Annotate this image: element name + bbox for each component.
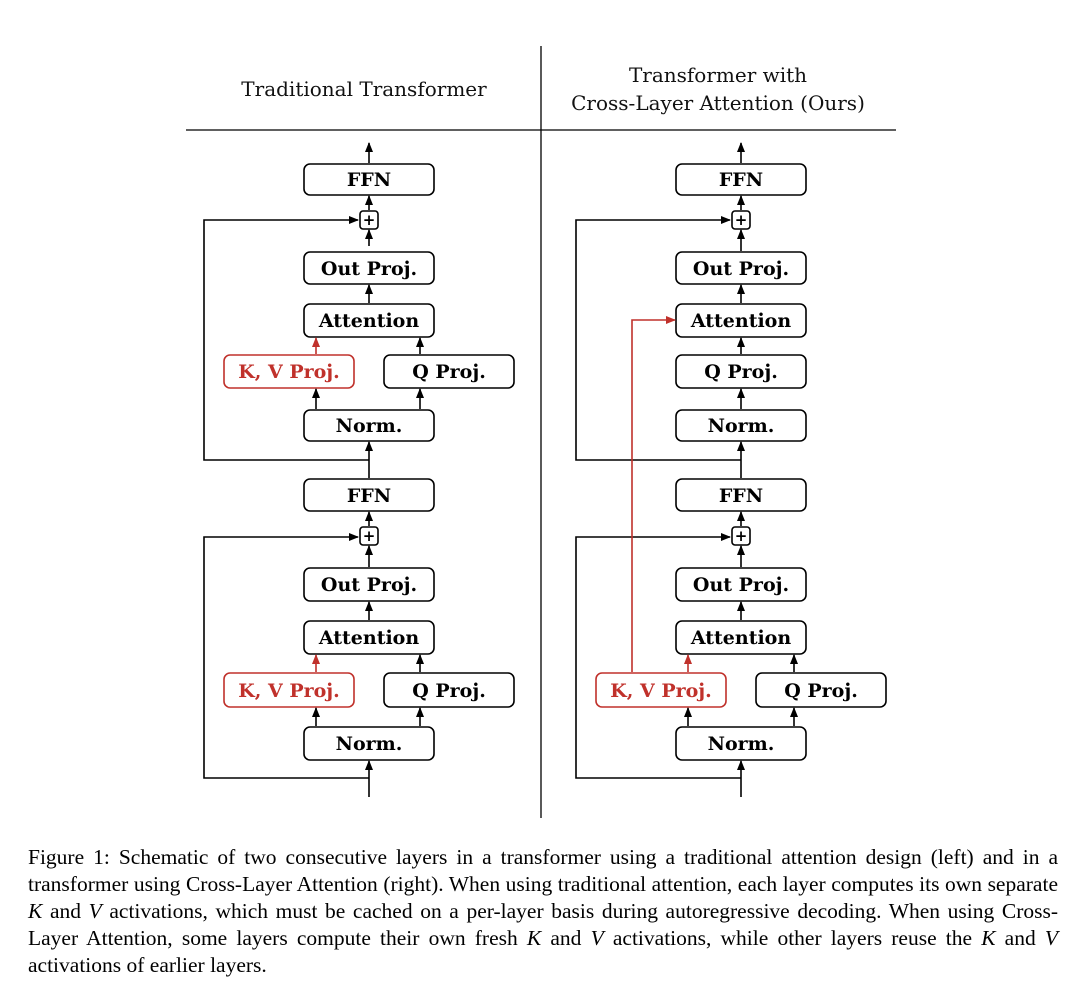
out-proj-label: Out Proj. xyxy=(321,574,417,596)
out-proj-label: Out Proj. xyxy=(321,258,417,280)
kv-proj-box xyxy=(595,672,727,708)
k-symbol: K xyxy=(981,926,996,950)
right-column xyxy=(575,142,887,797)
q-proj-label: Q Proj. xyxy=(704,361,778,383)
out-proj-label: Out Proj. xyxy=(693,574,789,596)
attention-label: Attention xyxy=(690,627,792,649)
residual-path xyxy=(203,533,369,779)
v-symbol: V xyxy=(88,899,102,923)
plus-label: + xyxy=(363,211,376,229)
left-column xyxy=(203,142,515,797)
attention-box xyxy=(303,620,435,655)
attention-box xyxy=(303,303,435,338)
header-traditional: Traditional Transformer xyxy=(241,77,487,101)
kv-proj-label: K, V Proj. xyxy=(238,680,340,702)
norm-label: Norm. xyxy=(336,415,403,437)
v-symbol: V xyxy=(590,926,604,950)
header-cla-line1: Transformer with xyxy=(629,63,807,87)
ffn-label: FFN xyxy=(719,485,763,507)
plus-label: + xyxy=(363,527,376,545)
residual-path xyxy=(203,216,369,461)
cross-layer-kv-path xyxy=(631,316,676,672)
q-proj-box xyxy=(383,354,515,389)
norm-label: Norm. xyxy=(336,733,403,755)
plus-label: + xyxy=(735,211,748,229)
q-proj-box xyxy=(755,672,887,708)
right-column-labels: FFN + Out Proj. Attention Q Proj. Norm. … xyxy=(610,169,858,755)
attention-label: Attention xyxy=(318,310,420,332)
norm-label: Norm. xyxy=(708,733,775,755)
q-proj-box xyxy=(383,672,515,708)
k-symbol: K xyxy=(28,899,43,923)
q-proj-label: Q Proj. xyxy=(784,680,858,702)
k-symbol: K xyxy=(526,926,542,950)
kv-proj-box xyxy=(223,672,355,708)
ffn-label: FFN xyxy=(347,485,391,507)
q-proj-label: Q Proj. xyxy=(412,680,486,702)
ffn-label: FFN xyxy=(347,169,391,191)
out-proj-label: Out Proj. xyxy=(693,258,789,280)
cla-schematic: Traditional Transformer Transformer with… xyxy=(186,46,896,818)
header-cla-line2: Cross-Layer Attention (Ours) xyxy=(571,91,865,115)
residual-path xyxy=(575,533,741,779)
v-symbol: V xyxy=(1044,926,1059,950)
kv-proj-label: K, V Proj. xyxy=(238,361,340,383)
q-proj-label: Q Proj. xyxy=(412,361,486,383)
residual-path xyxy=(575,216,741,461)
plus-label: + xyxy=(735,527,748,545)
figure-caption: Figure 1: Schematic of two consecutive l… xyxy=(28,845,1059,977)
norm-label: Norm. xyxy=(708,415,775,437)
attention-label: Attention xyxy=(690,310,792,332)
kv-proj-box xyxy=(223,354,355,389)
attention-box xyxy=(675,620,807,655)
ffn-label: FFN xyxy=(719,169,763,191)
kv-proj-label: K, V Proj. xyxy=(610,680,712,702)
left-column-labels: FFN + Out Proj. Attention K, V Proj. Q P… xyxy=(238,169,486,755)
attention-label: Attention xyxy=(318,627,420,649)
